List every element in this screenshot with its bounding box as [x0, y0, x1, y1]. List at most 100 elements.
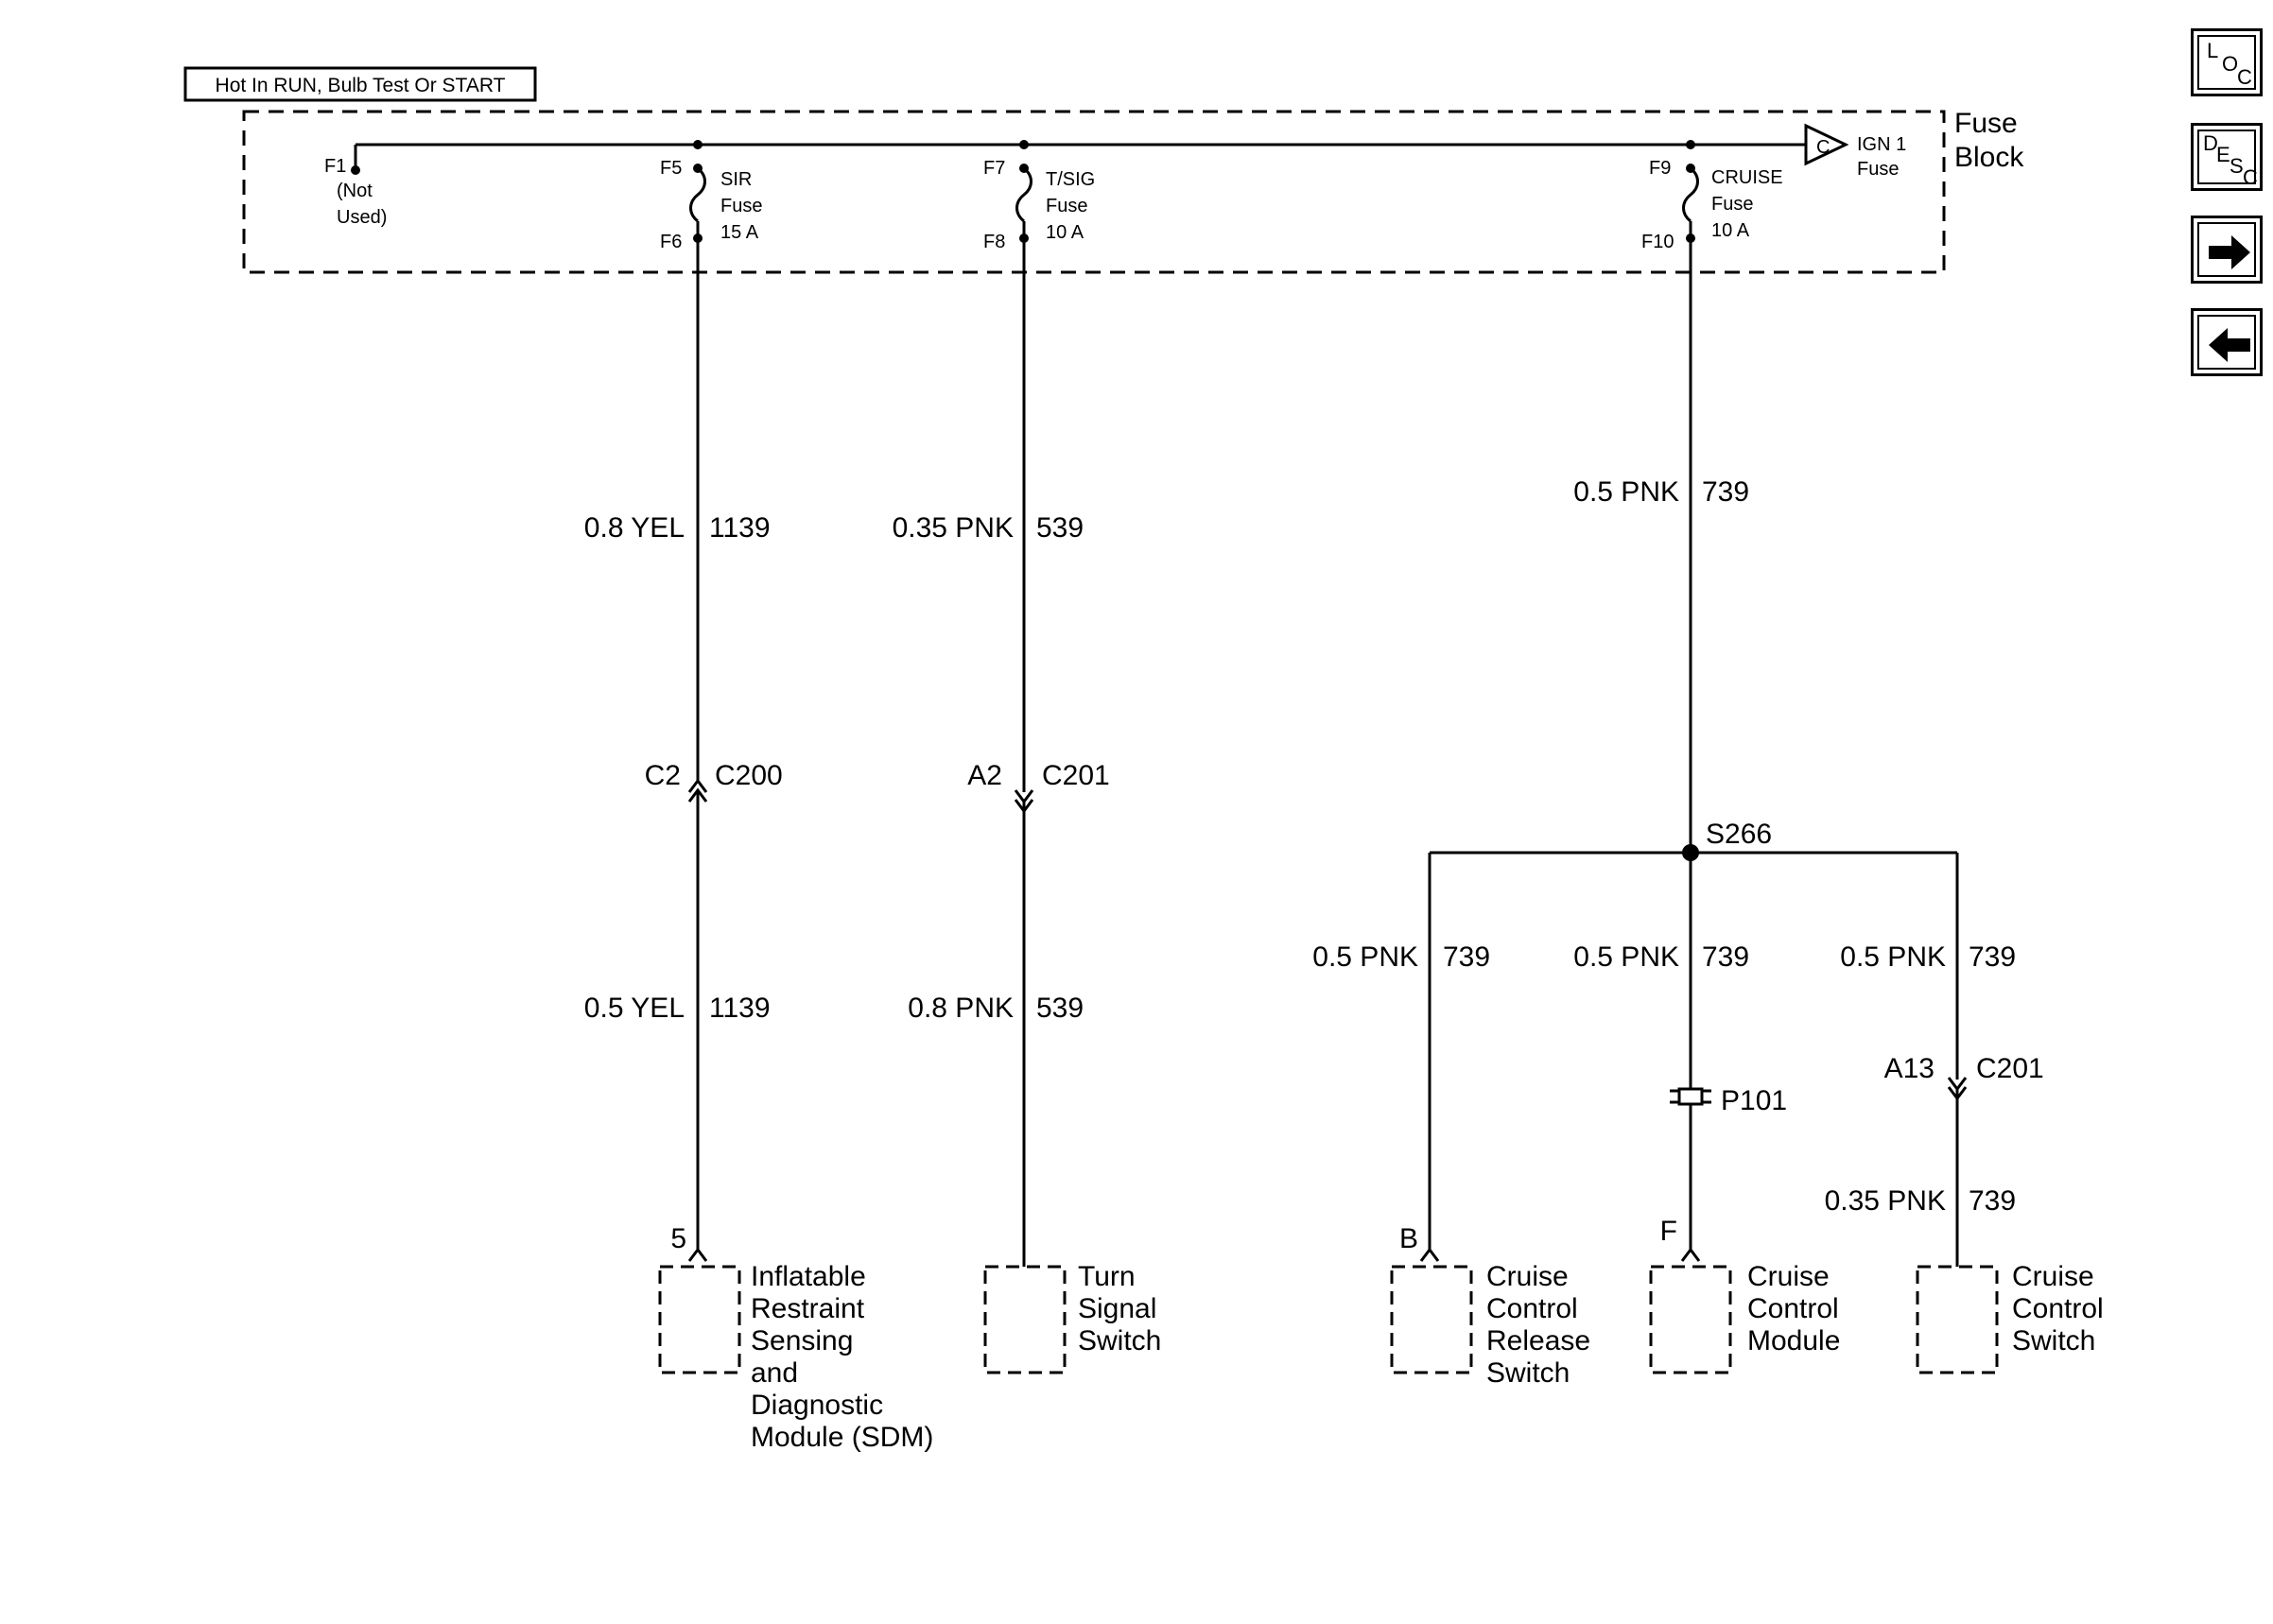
desc-letter-c: C [2243, 165, 2258, 189]
svg-text:Restraint: Restraint [751, 1293, 865, 1324]
svg-text:Sensing: Sensing [751, 1325, 853, 1356]
cruise-fuse-name: CRUISE [1711, 167, 1783, 188]
wire-tsig-lower-circuit: 539 [1036, 993, 1084, 1024]
prev-button[interactable] [2191, 308, 2263, 376]
wire-tsig-upper-circuit: 539 [1036, 512, 1084, 544]
tsig-fuse-bottom-terminal: F8 [983, 232, 1005, 252]
p101-label: P101 [1721, 1085, 1787, 1116]
splice-s266-label: S266 [1706, 819, 1772, 850]
wire-sir-lower-size: 0.5 YEL [584, 993, 685, 1024]
desc-letter-d: D [2203, 131, 2218, 155]
wire-cruise-upper-size: 0.5 PNK [1573, 476, 1679, 508]
wire-branch-right-size: 0.5 PNK [1840, 942, 1946, 973]
cruise-fuse [1682, 140, 1699, 243]
wire-branch-mid-circuit: 739 [1702, 942, 1749, 973]
control-switch-label: Cruise Control Switch [2012, 1261, 2104, 1356]
svg-text:Switch: Switch [1078, 1325, 1161, 1356]
ign1-connector-letter: C [1816, 137, 1830, 158]
sir-fuse-word: Fuse [720, 196, 762, 216]
sir-fuse-bottom-terminal: F6 [660, 232, 682, 252]
cruise-fuse-word: Fuse [1711, 194, 1753, 215]
tsig-fuse [1015, 140, 1032, 243]
svg-text:Signal: Signal [1078, 1293, 1156, 1324]
svg-text:Control: Control [1486, 1293, 1578, 1324]
sir-fuse [689, 140, 706, 243]
wire-branch-left-circuit: 739 [1443, 942, 1490, 973]
control-switch-component-box [1916, 1265, 1999, 1374]
wire-sir-upper-circuit: 1139 [709, 512, 771, 544]
svg-text:Control: Control [2012, 1293, 2104, 1324]
svg-text:Module (SDM): Module (SDM) [751, 1422, 933, 1453]
svg-text:and: and [751, 1357, 798, 1389]
loc-letter-c: C [2237, 65, 2252, 89]
ign1-connector-icon [1804, 123, 1849, 166]
svg-text:Switch: Switch [1486, 1357, 1570, 1389]
p101-connector-icon [1670, 1087, 1711, 1106]
release-switch-label: Cruise Control Release Switch [1486, 1261, 1590, 1389]
prev-button-frame [2197, 315, 2256, 370]
c201-cruise-name: C201 [1976, 1053, 2044, 1084]
next-button-frame [2197, 222, 2256, 277]
loc-letter-l: L [2207, 39, 2219, 62]
svg-text:Cruise: Cruise [2012, 1261, 2094, 1292]
sir-fuse-top-terminal: F5 [660, 158, 682, 179]
wire-sir-upper-size: 0.8 YEL [584, 512, 685, 544]
svg-text:Control: Control [1747, 1293, 1839, 1324]
release-switch-pin: B [1399, 1223, 1418, 1254]
sdm-pin: 5 [670, 1223, 686, 1254]
svg-text:Diagnostic: Diagnostic [751, 1390, 883, 1421]
desc-letter-e: E [2216, 143, 2230, 166]
cruise-fuse-top-terminal: F9 [1649, 158, 1671, 179]
desc-button[interactable]: D E S C [2191, 123, 2263, 191]
desc-letter-s: S [2230, 154, 2244, 178]
svg-text:Module: Module [1747, 1325, 1840, 1356]
sir-fuse-name: SIR [720, 169, 752, 190]
loc-letter-o: O [2222, 52, 2239, 76]
fuse-block-outline [242, 110, 1946, 274]
sdm-component-box [658, 1265, 741, 1374]
tsig-fuse-top-terminal: F7 [983, 158, 1005, 179]
module-label: Cruise Control Module [1747, 1261, 1840, 1356]
hot-label: Hot In RUN, Bulb Test Or START [216, 75, 506, 96]
arrow-right-icon [2209, 235, 2250, 269]
turn-signal-component-box [983, 1265, 1067, 1374]
svg-text:Inflatable: Inflatable [751, 1261, 866, 1292]
module-pin-icon [1680, 1247, 1701, 1262]
wire-sir-lower-circuit: 1139 [709, 993, 771, 1024]
loc-button-frame [2197, 35, 2256, 90]
sir-fuse-rating: 15 A [720, 222, 759, 243]
sdm-pin-icon [687, 1247, 708, 1262]
svg-text:Cruise: Cruise [1747, 1261, 1830, 1292]
ign1-label-2: Fuse [1857, 159, 1899, 180]
svg-text:Cruise: Cruise [1486, 1261, 1569, 1292]
turn-signal-label: Turn Signal Switch [1078, 1261, 1161, 1356]
wire-branch-right-lower-size: 0.35 PNK [1825, 1185, 1946, 1217]
next-button[interactable] [2191, 216, 2263, 284]
fuse-block-label-1: Fuse [1954, 108, 2018, 139]
svg-text:Switch: Switch [2012, 1325, 2095, 1356]
desc-button-frame [2197, 130, 2256, 184]
ign1-label-1: IGN 1 [1857, 134, 1906, 155]
tsig-fuse-rating: 10 A [1046, 222, 1084, 243]
loc-button[interactable]: L O C [2191, 28, 2263, 96]
svg-text:Turn: Turn [1078, 1261, 1136, 1292]
f1-terminal [351, 165, 360, 175]
fuse-block-label-2: Block [1954, 142, 2024, 173]
tsig-fuse-name: T/SIG [1046, 169, 1095, 190]
arrow-left-icon [2209, 328, 2250, 362]
module-component-box [1649, 1265, 1732, 1374]
f1-note-1: (Not [337, 181, 373, 201]
wire-tsig-upper-size: 0.35 PNK [893, 512, 1014, 544]
sdm-label: Inflatable Restraint Sensing and Diagnos… [751, 1261, 933, 1453]
wire-branch-mid-size: 0.5 PNK [1573, 942, 1679, 973]
release-switch-component-box [1390, 1265, 1473, 1374]
c201-tsig-name: C201 [1042, 760, 1110, 791]
wire-cruise-upper-circuit: 739 [1702, 476, 1749, 508]
cruise-fuse-rating: 10 A [1711, 220, 1750, 241]
tsig-fuse-word: Fuse [1046, 196, 1087, 216]
f1-note-2: Used) [337, 207, 387, 228]
wire-branch-right-circuit: 739 [1969, 942, 2016, 973]
wire-tsig-lower-size: 0.8 PNK [908, 993, 1014, 1024]
c201-cruise-pin: A13 [1884, 1053, 1935, 1084]
